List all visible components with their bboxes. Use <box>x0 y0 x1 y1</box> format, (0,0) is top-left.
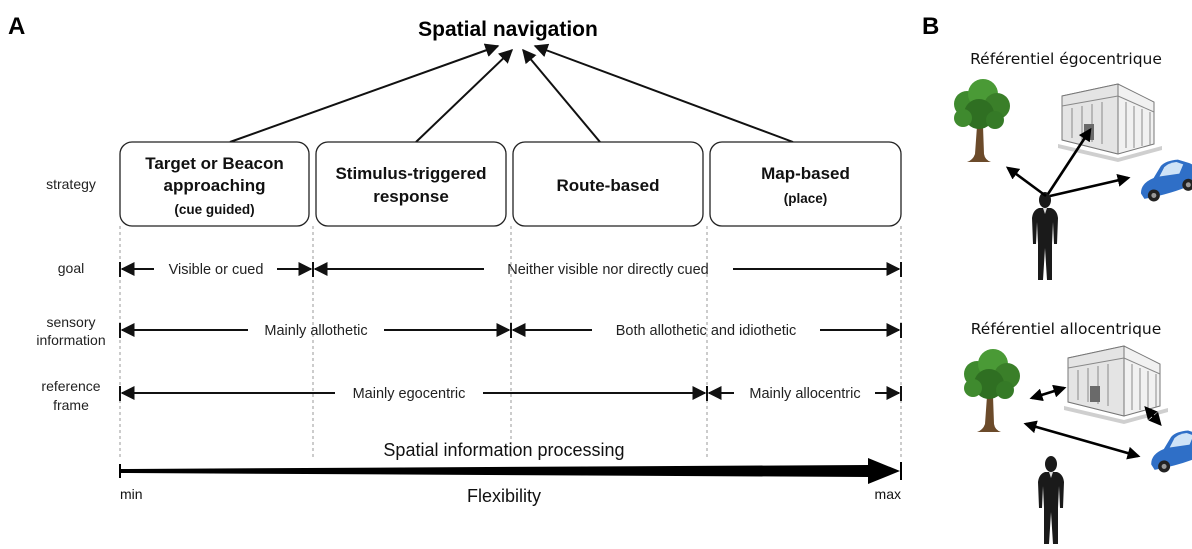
strategy-label: Map-based <box>761 164 850 183</box>
row-label-reference: frame <box>53 397 89 413</box>
building-icon <box>1057 83 1163 163</box>
row-label-reference: reference <box>41 378 100 394</box>
sensory-row: Mainly allothetic Both allothetic and id… <box>119 323 902 339</box>
strategy-label: Route-based <box>557 176 660 195</box>
row-label-sensory: information <box>36 332 105 348</box>
row-label-sensory: sensory <box>46 314 95 330</box>
goal-row: Visible or cued Neither visible nor dire… <box>119 262 902 278</box>
egocentric-scene <box>954 79 1192 280</box>
tree-icon <box>964 349 1020 432</box>
panel-a-label: A <box>8 13 25 40</box>
axis-min-label: min <box>120 486 143 502</box>
sensory-span-allothetic: Mainly allothetic <box>264 323 367 339</box>
goal-span-neither: Neither visible nor directly cued <box>507 262 708 278</box>
strategy-box-target: Target or Beacon approaching (cue guided… <box>119 141 310 227</box>
allocentric-scene <box>964 345 1192 544</box>
car-icon <box>1145 426 1192 476</box>
strategy-label: Stimulus-triggered <box>335 164 486 183</box>
row-label-goal: goal <box>58 260 84 276</box>
building-icon <box>1063 345 1169 425</box>
panel-b-label: B <box>922 13 939 40</box>
axis-label: Spatial information processing <box>383 440 624 460</box>
strategy-box-stimulus: Stimulus-triggered response <box>315 141 507 227</box>
strategy-label: response <box>373 187 449 206</box>
goal-span-visible: Visible or cued <box>169 262 264 278</box>
strategy-label: approaching <box>163 176 265 195</box>
axis-caption: Flexibility <box>467 486 541 506</box>
tree-icon <box>954 79 1010 162</box>
reference-span-egocentric: Mainly egocentric <box>353 386 466 402</box>
axis-max-label: max <box>875 486 901 502</box>
egocentric-title: Référentiel égocentrique <box>970 50 1162 68</box>
strategy-box-map: Map-based (place) <box>709 141 902 227</box>
reference-row: Mainly egocentric Mainly allocentric <box>119 386 902 402</box>
person-icon <box>1032 192 1058 280</box>
sensory-span-both: Both allothetic and idiothetic <box>616 323 797 339</box>
allocentric-title: Référentiel allocentrique <box>971 320 1162 338</box>
car-icon <box>1135 155 1192 205</box>
person-icon <box>1038 456 1064 544</box>
strategy-sublabel: (cue guided) <box>174 202 254 217</box>
title-arrows <box>229 43 794 143</box>
strategy-label: Target or Beacon <box>145 154 284 173</box>
strategy-sublabel: (place) <box>784 191 828 206</box>
processing-axis <box>119 458 902 484</box>
strategy-box-route: Route-based <box>512 141 704 227</box>
diagram-title: Spatial navigation <box>418 18 598 41</box>
reference-span-allocentric: Mainly allocentric <box>749 386 860 402</box>
row-label-strategy: strategy <box>46 176 96 192</box>
